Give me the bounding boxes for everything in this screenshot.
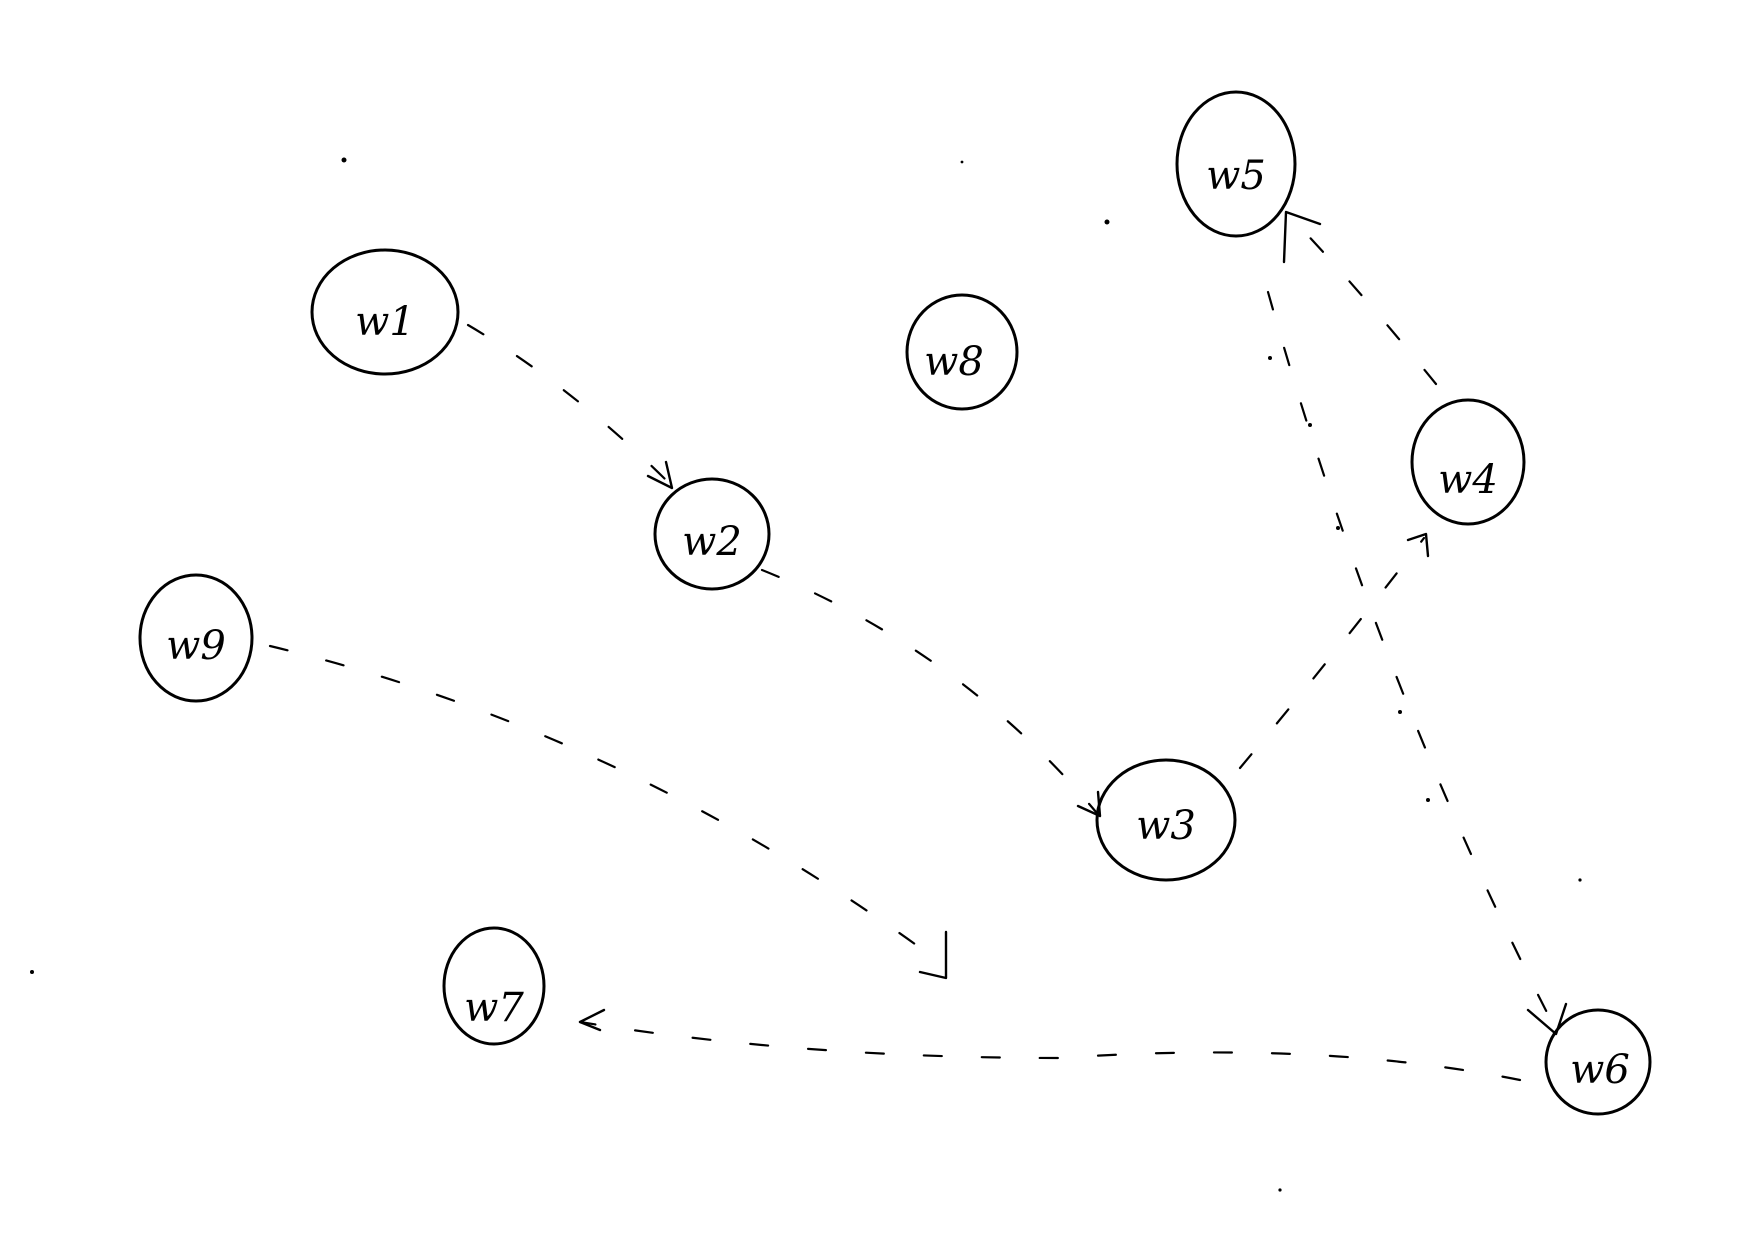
edge-w1-w2 <box>466 323 670 484</box>
node-label-w9: w9 <box>166 623 226 669</box>
edge-w4-w5 <box>1284 210 1438 386</box>
arrowhead-w6-w7 <box>578 1008 606 1032</box>
nodes: w1 w2 w3 w4 w5 w6 w7 w8 <box>138 90 1652 1116</box>
node-w5: w5 <box>1175 90 1297 238</box>
node-w6: w6 <box>1544 1008 1652 1116</box>
arrowhead-w9-w7 <box>918 930 948 980</box>
edge-w5-w6 <box>1266 290 1558 1032</box>
node-label-w7: w7 <box>464 985 524 1031</box>
node-label-w1: w1 <box>355 299 415 345</box>
node-label-w2: w2 <box>682 519 742 565</box>
edge-w3-w4 <box>1238 536 1426 770</box>
arrowhead-w5-w6 <box>1526 1002 1568 1036</box>
edge-w6-w7 <box>578 1020 1522 1082</box>
arrowhead-w2-w3 <box>1076 790 1102 818</box>
node-w1: w1 <box>310 248 460 376</box>
arrowhead-w1-w2 <box>646 460 674 490</box>
edge-w9-w7 <box>268 644 928 954</box>
node-w3: w3 <box>1095 758 1237 882</box>
background-specks <box>30 157 1582 1192</box>
node-w8: w8 <box>905 293 1019 411</box>
node-label-w8: w8 <box>924 339 984 385</box>
node-label-w3: w3 <box>1136 803 1196 849</box>
node-label-w4: w4 <box>1438 457 1498 503</box>
node-w9: w9 <box>138 573 254 703</box>
node-label-w5: w5 <box>1206 153 1266 199</box>
node-w7: w7 <box>442 926 546 1046</box>
edges <box>268 210 1568 1082</box>
node-label-w6: w6 <box>1570 1047 1630 1093</box>
arrowhead-w4-w5 <box>1282 210 1322 264</box>
edge-w2-w3 <box>760 568 1098 814</box>
node-w2: w2 <box>653 477 771 591</box>
node-w4: w4 <box>1410 398 1526 526</box>
arrowhead-w3-w4 <box>1406 532 1430 558</box>
